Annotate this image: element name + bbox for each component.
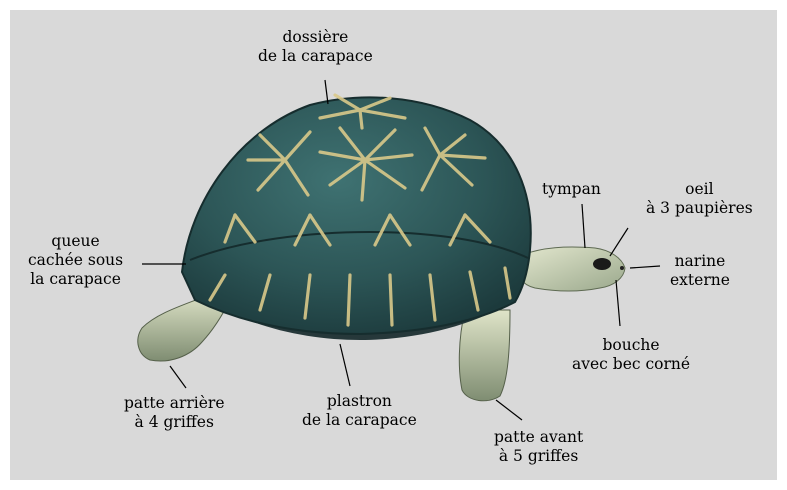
label-patte-avant: patte avant à 5 griffes xyxy=(494,428,583,466)
label-queue: queue cachée sous la carapace xyxy=(28,232,123,289)
eye xyxy=(593,258,611,270)
label-plastron: plastron de la carapace xyxy=(302,392,417,430)
front-leg xyxy=(459,310,510,401)
label-narine: narine externe xyxy=(670,252,730,290)
nostril xyxy=(620,266,624,270)
label-tympan: tympan xyxy=(542,180,601,199)
label-oeil: oeil à 3 paupières xyxy=(646,180,753,218)
label-patte-arriere: patte arrière à 4 griffes xyxy=(124,394,225,432)
label-dossiere: dossière de la carapace xyxy=(258,28,373,66)
label-bouche: bouche avec bec corné xyxy=(572,336,690,374)
neck-head xyxy=(515,247,625,291)
diagram-frame: dossière de la carapace tympan oeil à 3 … xyxy=(10,10,777,480)
